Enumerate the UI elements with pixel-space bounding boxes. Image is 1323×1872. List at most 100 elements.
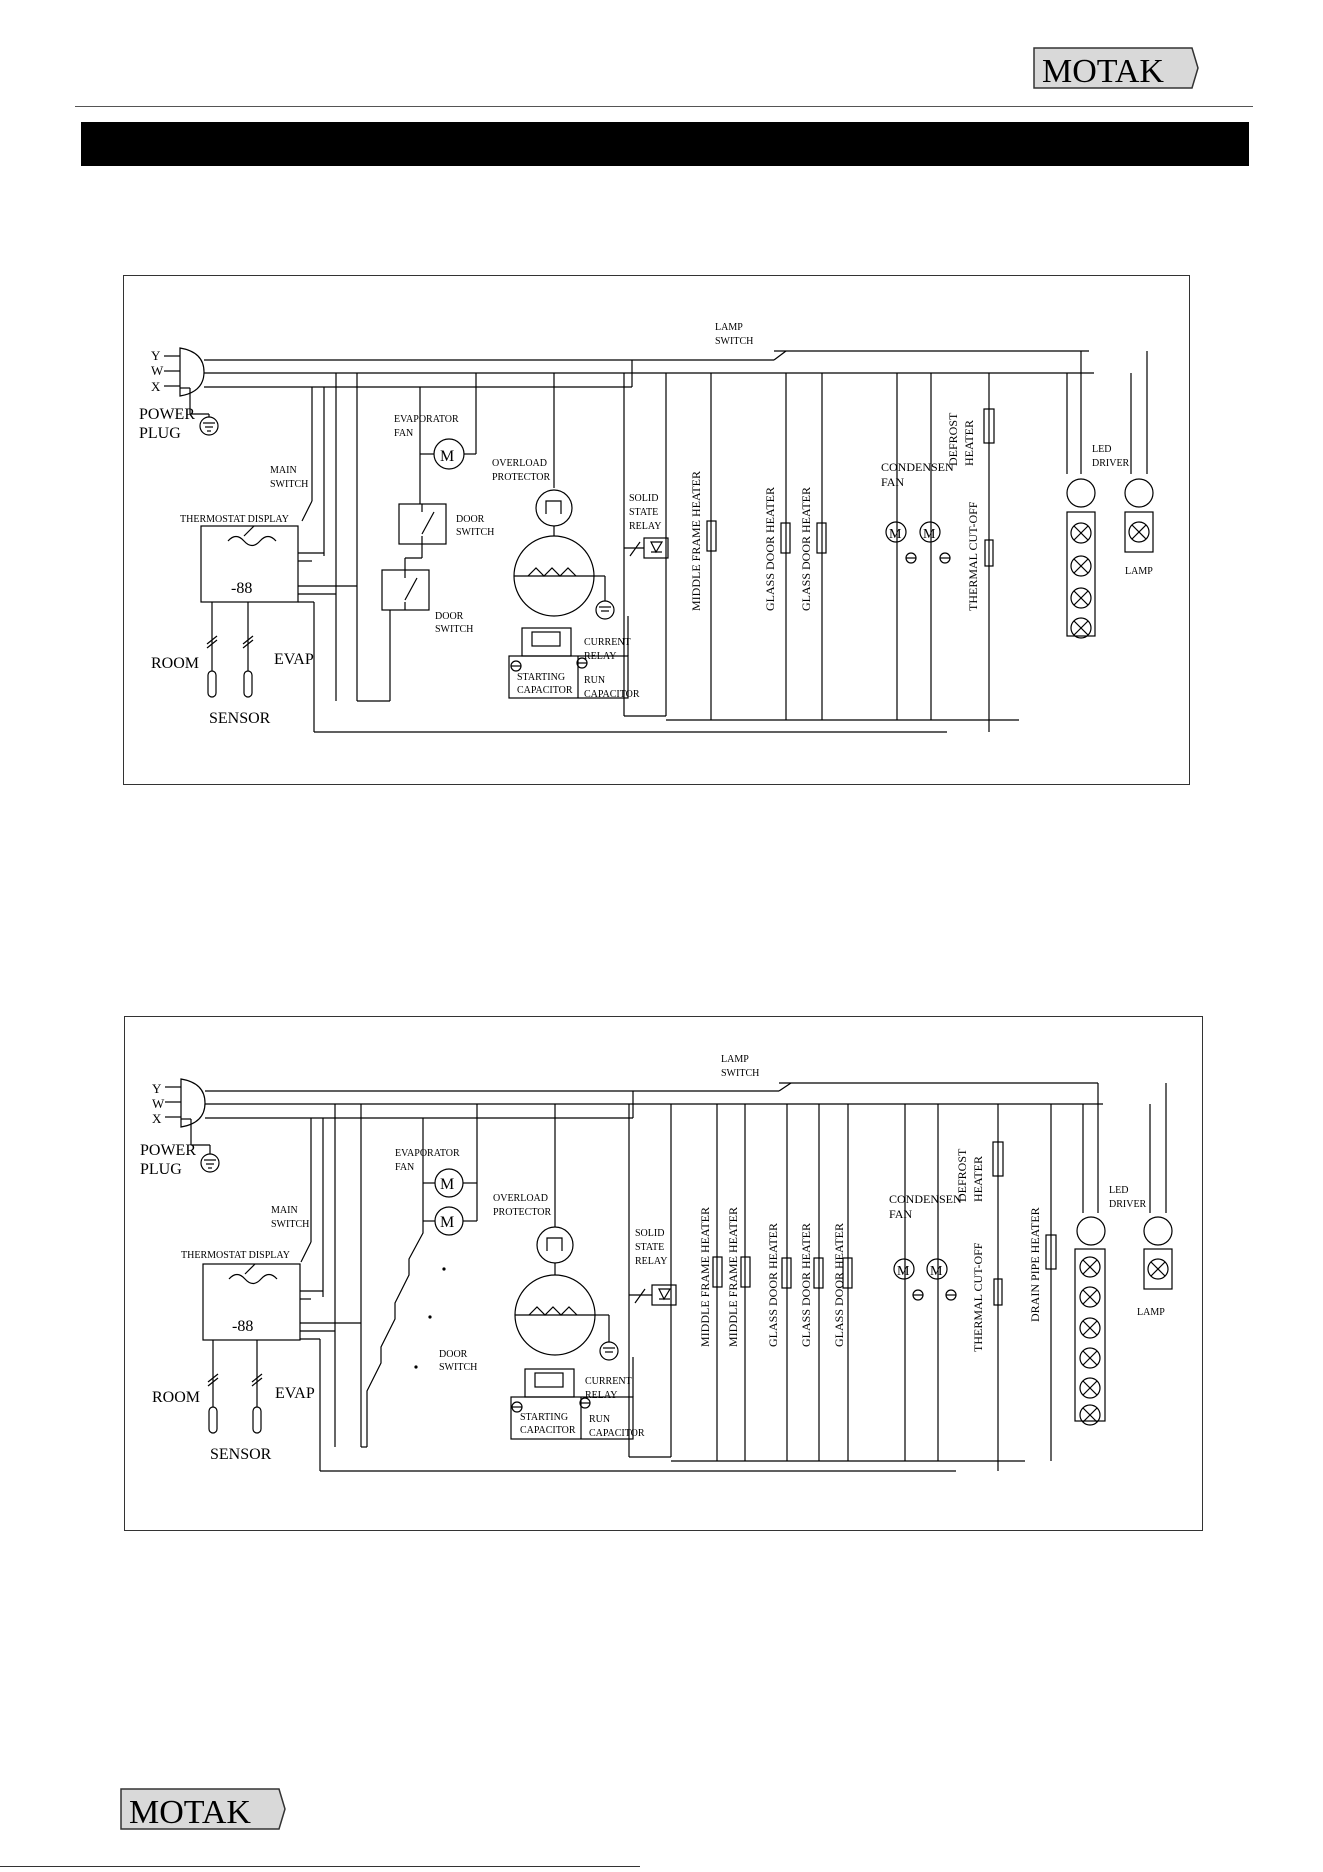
svg-text:FAN: FAN [395,1162,414,1173]
svg-text:POWER: POWER [140,1142,196,1159]
condensen-fan-2-icon [926,1258,948,1280]
svg-text:DRIVER: DRIVER [1092,458,1130,469]
svg-text:MAIN: MAIN [270,465,297,476]
svg-text:CURRENT: CURRENT [585,1376,632,1387]
svg-text:DOOR: DOOR [439,1349,468,1360]
svg-text:STATE: STATE [629,507,658,518]
svg-text:CONDENSEN: CONDENSEN [889,1192,962,1206]
svg-text:LAMP: LAMP [1137,1307,1165,1318]
svg-text:M: M [440,1214,454,1231]
svg-text:SENSOR: SENSOR [210,1446,272,1463]
svg-text:SENSOR: SENSOR [209,710,271,727]
svg-text:EVAPORATOR: EVAPORATOR [395,1148,460,1159]
svg-text:FAN: FAN [889,1207,912,1221]
svg-text:X: X [152,1111,162,1126]
svg-text:LED: LED [1092,444,1111,455]
svg-text:M: M [440,448,454,465]
svg-text:RELAY: RELAY [585,1390,617,1401]
lamp-icon [1128,521,1150,543]
svg-text:PROTECTOR: PROTECTOR [493,1207,551,1218]
evap-sensor-icon [243,670,253,698]
wiring-diagram-2: Y W X POWER PLUG MAIN SWITCH THERMOSTAT … [124,1016,1203,1531]
svg-text:DRAIN PIPE HEATER: DRAIN PIPE HEATER [1028,1207,1042,1322]
svg-text:RUN: RUN [589,1414,610,1425]
glass-door-heater-1-icon [780,522,791,554]
svg-text:X: X [151,379,161,394]
svg-text:SWITCH: SWITCH [270,479,308,490]
wiring-diagram-1: Y W X POWER PLUG MAIN SWITCH THERMOSTAT … [123,275,1190,785]
svg-text:SOLID: SOLID [635,1228,664,1239]
room-sensor-icon [207,670,217,698]
footer-rule [0,1866,640,1867]
svg-text:DEFROST: DEFROST [946,412,960,466]
svg-text:OVERLOAD: OVERLOAD [493,1193,548,1204]
svg-text:EVAPORATOR: EVAPORATOR [394,414,459,425]
thermostat-display [202,1263,301,1341]
thermal-cutoff-icon [993,1278,1003,1306]
svg-text:CAPACITOR: CAPACITOR [517,685,573,696]
svg-text:CAPACITOR: CAPACITOR [589,1428,645,1439]
svg-text:SWITCH: SWITCH [439,1362,477,1373]
wiring-diagram-1-svg: Y W X POWER PLUG MAIN SWITCH THERMOSTAT … [139,322,1154,733]
led-driver-2-icon [1143,1216,1173,1246]
svg-text:THERMOSTAT DISPLAY: THERMOSTAT DISPLAY [181,1250,290,1261]
led-lamp-icons [1070,522,1092,639]
svg-text:MIDDLE FRAME HEATER: MIDDLE FRAME HEATER [726,1207,740,1347]
thermostat-coil [227,535,277,547]
svg-text:MIDDLE FRAME HEATER: MIDDLE FRAME HEATER [689,471,703,611]
thermostat-coil [228,1273,278,1285]
svg-text:STATE: STATE [635,1242,664,1253]
svg-text:PLUG: PLUG [140,1161,182,1178]
svg-text:SWITCH: SWITCH [721,1068,759,1079]
svg-text:MIDDLE FRAME HEATER: MIDDLE FRAME HEATER [698,1207,712,1347]
svg-text:POWER: POWER [139,406,195,423]
svg-text:CAPACITOR: CAPACITOR [584,689,640,700]
svg-text:LAMP: LAMP [715,322,743,333]
solid-state-relay-icon [643,537,669,559]
middle-frame-heater-1-icon [712,1256,723,1288]
title-bar [81,122,1249,166]
svg-text:LED: LED [1109,1185,1128,1196]
glass-door-heater-2-icon [813,1257,824,1289]
svg-text:GLASS DOOR HEATER: GLASS DOOR HEATER [799,1223,813,1347]
svg-text:PROTECTOR: PROTECTOR [492,472,550,483]
svg-text:FAN: FAN [394,428,413,439]
svg-text:MOTAK: MOTAK [129,1794,251,1831]
door-switch-chain [366,1221,424,1447]
defrost-heater-icon [983,408,995,444]
svg-text:LAMP: LAMP [721,1054,749,1065]
led-driver-1-icon [1076,1216,1106,1246]
overload-protector-icon [535,489,573,527]
ground-icon [595,600,615,620]
svg-text:THERMAL CUT-OFF: THERMAL CUT-OFF [966,501,980,611]
glass-door-heater-1-icon [781,1257,792,1289]
svg-text:RELAY: RELAY [635,1256,667,1267]
motak-logo-top: MOTAK [1033,47,1199,90]
wiring-diagram-2-svg: Y W X POWER PLUG MAIN SWITCH THERMOSTAT … [140,1054,1173,1472]
svg-text:SWITCH: SWITCH [271,1219,309,1230]
svg-text:Y: Y [152,1081,162,1096]
room-sensor-icon [208,1406,218,1434]
svg-text:MOTAK: MOTAK [1042,53,1164,90]
overload-protector-icon [536,1226,574,1264]
solid-state-relay-icon [651,1284,677,1306]
motak-logo-bottom: MOTAK [120,1788,286,1831]
svg-text:GLASS DOOR HEATER: GLASS DOOR HEATER [799,487,813,611]
capacitor-box [508,655,629,699]
capacitor-box [510,1396,634,1440]
power-plug-icon [180,1078,206,1128]
middle-frame-heater-icon [706,520,717,552]
svg-text:W: W [151,363,164,378]
svg-text:GLASS DOOR HEATER: GLASS DOOR HEATER [763,487,777,611]
svg-text:M: M [440,1176,454,1193]
svg-text:GLASS DOOR HEATER: GLASS DOOR HEATER [832,1223,846,1347]
svg-text:STARTING: STARTING [520,1412,568,1423]
svg-text:Y: Y [151,348,161,363]
svg-text:CURRENT: CURRENT [584,637,631,648]
lamp-icon [1147,1258,1169,1280]
svg-text:EVAP: EVAP [274,651,314,668]
svg-text:DOOR: DOOR [456,514,485,525]
svg-text:M: M [930,1264,943,1279]
svg-text:PLUG: PLUG [139,425,181,442]
svg-text:DRIVER: DRIVER [1109,1199,1147,1210]
